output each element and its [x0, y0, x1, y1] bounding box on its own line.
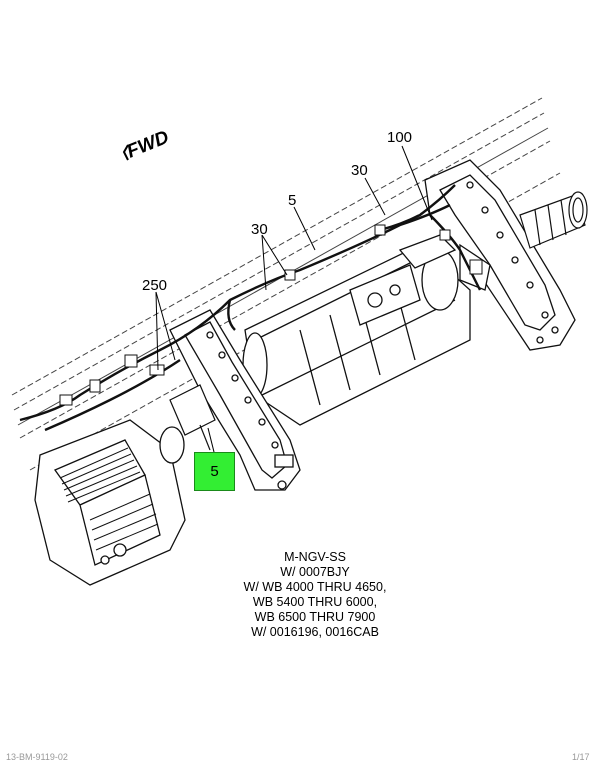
wiring-harness — [19, 184, 482, 432]
mounting-bracket — [169, 384, 216, 451]
callout-100: 100 — [387, 129, 412, 146]
applicability-notes: M-NGV-SS W/ 0007BJY W/ WB 4000 THRU 4650… — [200, 550, 430, 640]
leader-lines — [155, 145, 433, 453]
note-line: M-NGV-SS — [284, 550, 346, 564]
front-crossmember — [169, 309, 301, 491]
note-line: WB 5400 THRU 6000, — [252, 595, 378, 609]
note-line: WB 6500 THRU 7900 — [254, 610, 376, 624]
fwd-label: FWD — [124, 127, 172, 163]
drawing-number: 13-BM-9119-02 — [6, 752, 68, 762]
highlighted-callout-5[interactable]: 5 — [194, 452, 235, 491]
page-indicator: 1/17 — [572, 752, 590, 762]
callout-250: 250 — [142, 277, 167, 294]
harness-clips — [59, 224, 483, 406]
callout-5-upper: 5 — [288, 192, 296, 209]
forward-arrow-icon — [122, 144, 129, 161]
rear-cylinder — [519, 191, 588, 249]
note-line: W/ 0016196, 0016CAB — [251, 625, 379, 639]
callout-30-upper: 30 — [351, 162, 368, 179]
note-line: W/ 0007BJY — [280, 565, 350, 579]
forward-direction-indicator: FWD — [122, 127, 172, 163]
transmission — [34, 419, 186, 586]
note-line: W/ WB 4000 THRU 4650, — [243, 580, 387, 594]
callout-30-lower: 30 — [251, 221, 268, 238]
